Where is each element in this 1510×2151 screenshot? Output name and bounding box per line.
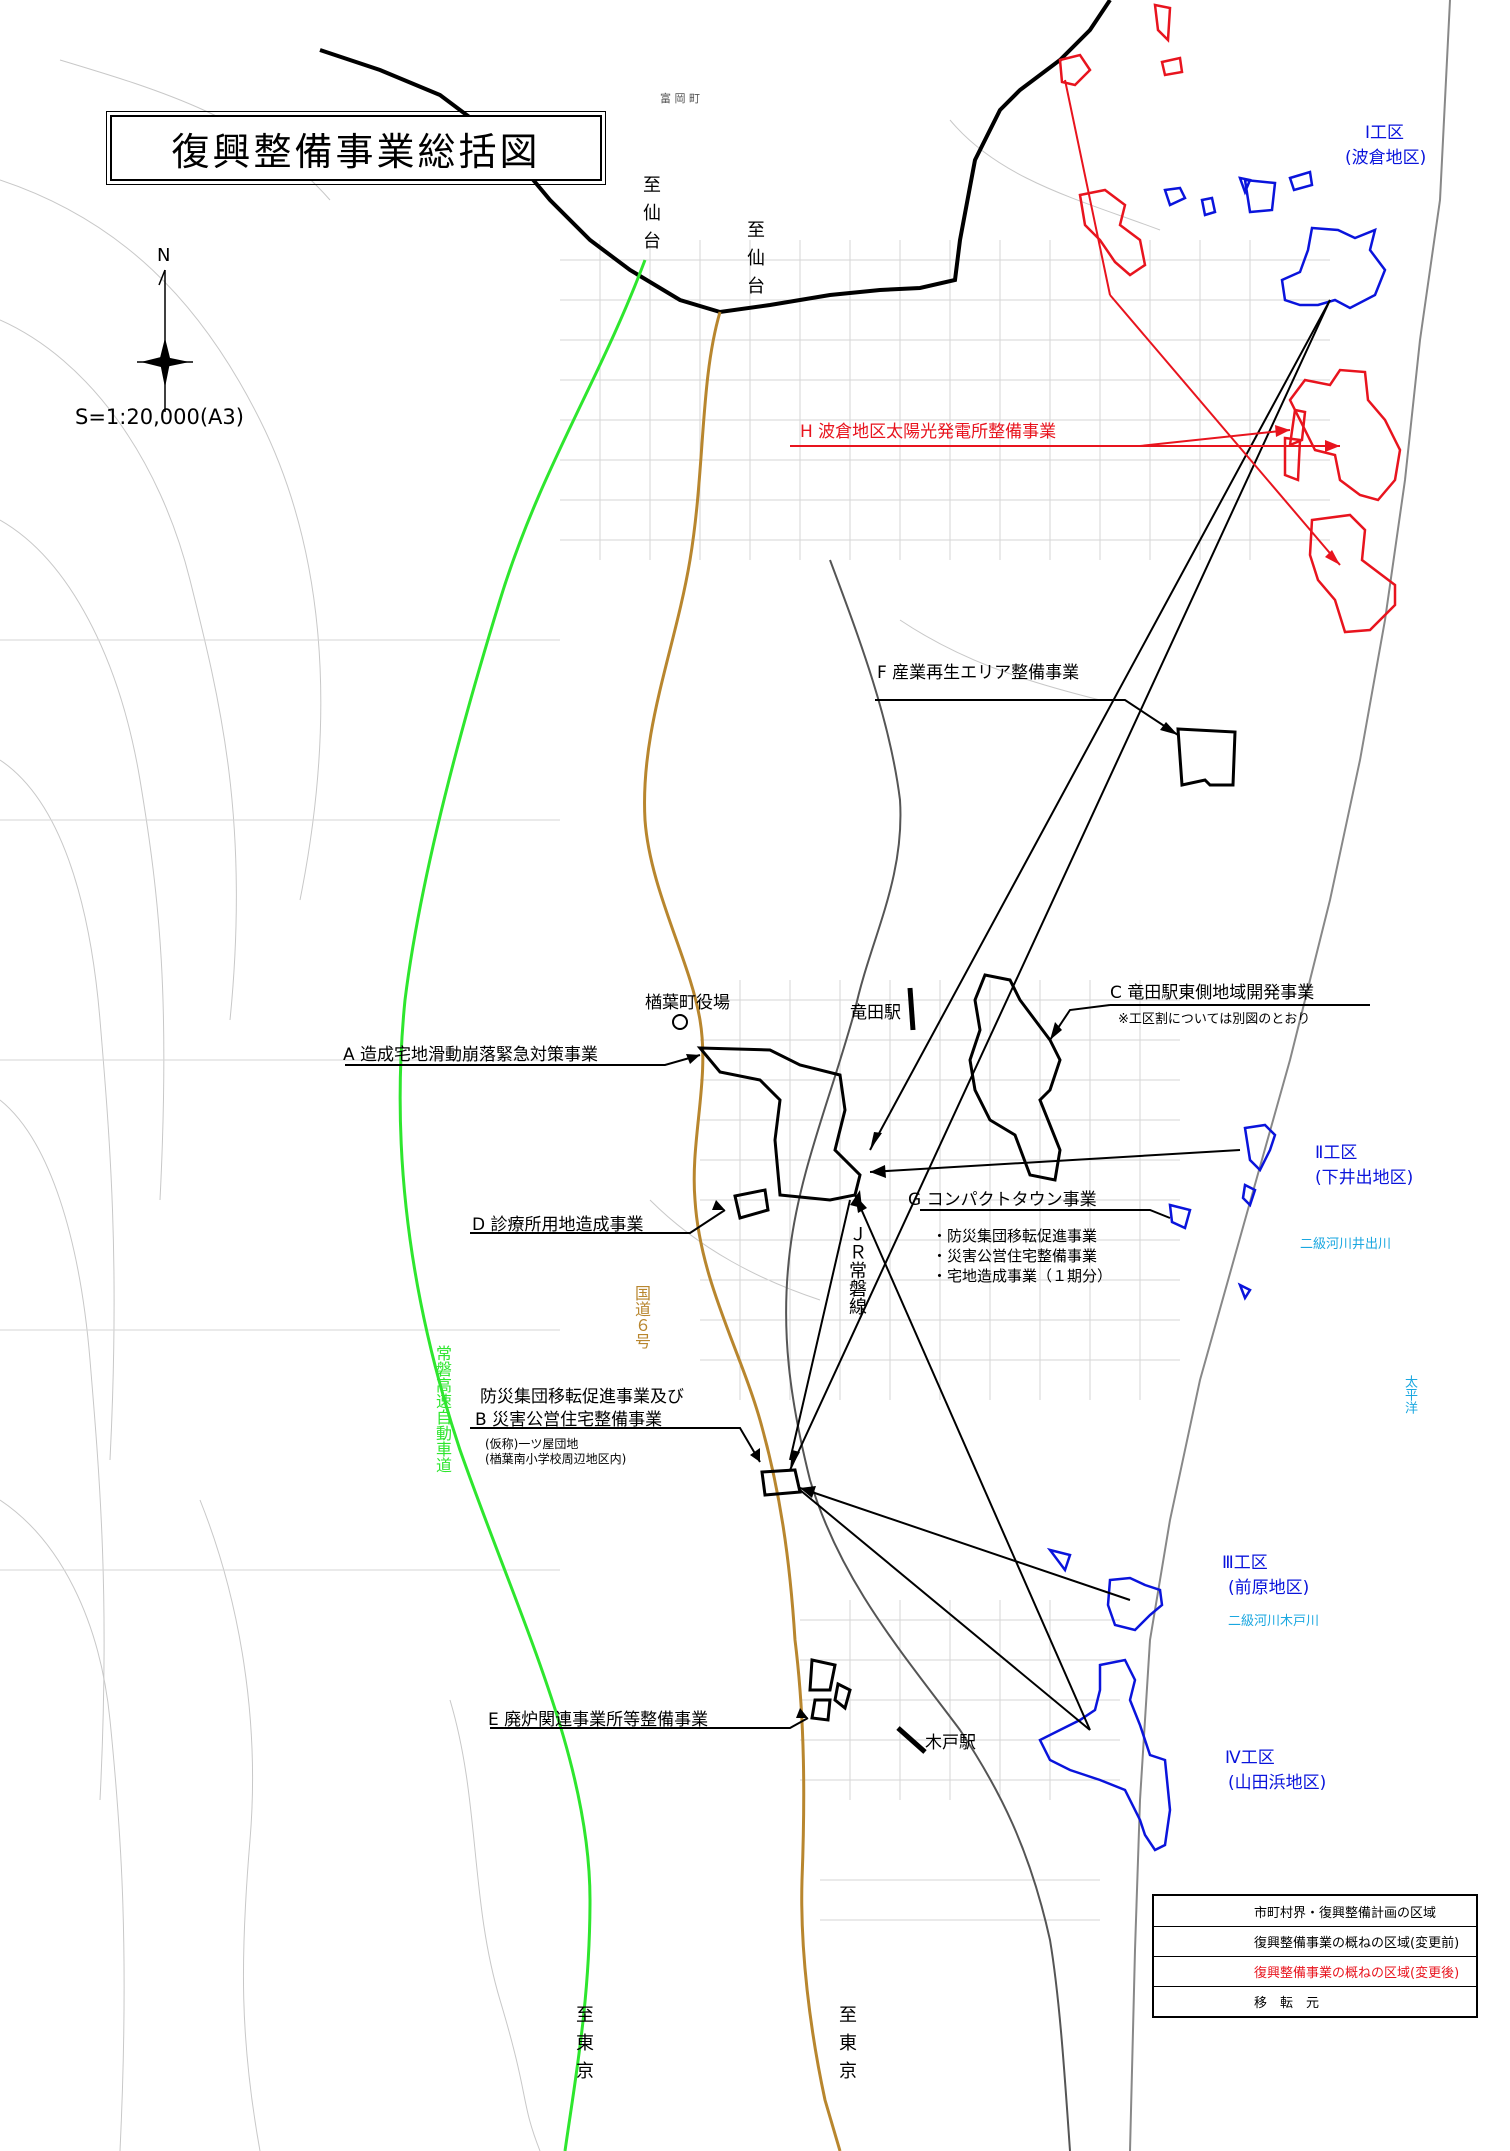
leader-h-to-north: [1064, 79, 1111, 296]
arrow-b-to-center: [789, 1199, 851, 1461]
leader-e: [490, 1717, 809, 1729]
town-office-label: 楢葉町役場: [645, 993, 730, 1013]
route6-label: 国道６号: [632, 1285, 651, 1349]
expressway-line: [398, 259, 647, 2151]
district-4-area: [1038, 1658, 1172, 1852]
arrowheads-red: [1275, 425, 1340, 565]
project-areas-red: [1058, 3, 1402, 634]
scale-label: S=1:20,000(A3): [75, 405, 244, 429]
area-b: [760, 1468, 802, 1497]
area-h-5: [1288, 408, 1307, 447]
project-b-sub2: (楢葉南小学校周辺地区内): [485, 1452, 627, 1466]
legend-label: 移 転 元: [1254, 1996, 1320, 2011]
district-3-sub: (前原地区): [1228, 1578, 1310, 1598]
kido-station-marker: [896, 1726, 927, 1754]
street-grid: [0, 240, 1330, 1921]
arrow-i-to-center: [869, 299, 1331, 1151]
district-3-area: [1046, 1547, 1164, 1632]
river-kido-label: 二級河川木戸川: [1228, 1614, 1320, 1629]
tomioka-label: 富 岡 町: [660, 92, 700, 105]
arrowheads: [686, 722, 1178, 1718]
north-label: N: [157, 245, 171, 266]
arrow-iii-to-b: [799, 1487, 1131, 1601]
north-arrow: [137, 269, 193, 412]
jr-line-label: ＪＲ常磐線: [846, 1225, 867, 1315]
kido-station-label: 木戸駅: [925, 1733, 976, 1753]
tatsuta-station-marker: [907, 987, 916, 1031]
district-4-sub: (山田浜地区): [1228, 1773, 1327, 1793]
district-1-area: [1163, 170, 1387, 310]
legend-row: 復興整備事業の概ねの区域(変更後): [1154, 1956, 1476, 1987]
arrow-iv-to-b: [799, 1489, 1091, 1731]
area-h-3: [1078, 188, 1147, 277]
district-2-area: [1168, 1123, 1277, 1301]
project-h-label: H 波倉地区太陽光発電所整備事業: [800, 422, 1057, 442]
district-4-name: Ⅳ工区: [1225, 1748, 1275, 1768]
legend-row: 移 転 元: [1154, 1986, 1476, 2016]
project-g-item-1: ・防災集団移転促進事業: [932, 1227, 1098, 1245]
project-e-label: E 廃炉関連事業所等整備事業: [488, 1710, 709, 1730]
jr-line: [785, 559, 1071, 2151]
project-c-label: C 竜田駅東側地域開発事業: [1110, 983, 1315, 1003]
to-tokyo-left: 至東京: [573, 2005, 594, 2089]
area-c: [968, 973, 1062, 1182]
pacific-label: 太平洋: [1402, 1375, 1417, 1414]
project-f-label: F 産業再生エリア整備事業: [877, 663, 1080, 683]
town-office-marker: [672, 1014, 688, 1030]
leader-lines: [345, 299, 1370, 1731]
arrow-i-to-b: [789, 299, 1331, 1471]
to-tokyo-right: 至東京: [836, 2005, 857, 2089]
district-2-sub: (下井出地区): [1315, 1168, 1414, 1188]
project-d-label: D 診療所用地造成事業: [472, 1215, 644, 1235]
project-c-note: ※工区割については別図のとおり: [1118, 1012, 1311, 1027]
map-title: 復興整備事業総括図: [171, 129, 541, 174]
expressway-label: 常磐高速自動車道: [433, 1345, 452, 1473]
coastline: [1129, 0, 1451, 2151]
area-e: [808, 1658, 852, 1722]
leader-f: [875, 699, 1179, 736]
leader-lines-red: [790, 79, 1341, 566]
arrow-ii-to-center: [869, 1149, 1241, 1173]
leader-h-to-center: [1139, 429, 1291, 447]
legend-row: 市町村界・復興整備計画の区域: [1154, 1896, 1476, 1927]
to-sendai-left: 至仙台: [640, 175, 661, 259]
project-g-label: G コンパクトタウン事業: [908, 1190, 1097, 1210]
area-h-7: [1308, 513, 1397, 634]
title-frame: 復興整備事業総括図: [106, 111, 606, 185]
leader-b: [470, 1427, 761, 1463]
river-ide-label: 二級河川井出川: [1300, 1237, 1392, 1252]
leader-d: [470, 1209, 726, 1234]
area-h-6: [1283, 436, 1302, 482]
area-h-1: [1058, 53, 1092, 87]
to-sendai-right: 至仙台: [744, 220, 765, 304]
legend-label: 復興整備事業の概ねの区域(変更後): [1254, 1966, 1460, 1981]
project-a-label: A 造成宅地滑動崩落緊急対策事業: [343, 1045, 599, 1065]
legend-row: 復興整備事業の概ねの区域(変更前): [1154, 1926, 1476, 1957]
legend: 市町村界・復興整備計画の区域 復興整備事業の概ねの区域(変更前) 復興整備事業の…: [1152, 1894, 1478, 2018]
area-d: [733, 1188, 770, 1220]
project-g-item-2: ・災害公営住宅整備事業: [932, 1247, 1098, 1265]
area-f: [1176, 727, 1237, 787]
route6-line: [643, 311, 842, 2151]
legend-label: 復興整備事業の概ねの区域(変更前): [1254, 1936, 1460, 1951]
tatsuta-station-label: 竜田駅: [850, 1003, 901, 1023]
relocation-areas-blue: [1038, 170, 1387, 1852]
district-1-name: Ⅰ工区: [1365, 123, 1405, 143]
area-h-4: [1288, 368, 1402, 502]
project-b-line1: 防災集団移転促進事業及び: [480, 1387, 684, 1407]
arrow-iv-to-center: [854, 1194, 1091, 1731]
leader-h-to-south: [1109, 294, 1341, 566]
leader-g: [920, 1209, 1171, 1219]
district-2-name: Ⅱ工区: [1315, 1143, 1358, 1163]
project-b-sub1: (仮称)一ツ屋団地: [485, 1437, 579, 1451]
project-b-line2: B 災害公営住宅整備事業: [475, 1410, 663, 1430]
legend-label: 市町村界・復興整備計画の区域: [1254, 1906, 1437, 1921]
district-1-sub: (波倉地区): [1345, 148, 1427, 168]
area-h-2: [1153, 3, 1184, 77]
district-3-name: Ⅲ工区: [1222, 1553, 1268, 1573]
terrain-contours: [0, 59, 1161, 2151]
project-g-item-3: ・宅地造成事業（１期分）: [932, 1267, 1113, 1285]
